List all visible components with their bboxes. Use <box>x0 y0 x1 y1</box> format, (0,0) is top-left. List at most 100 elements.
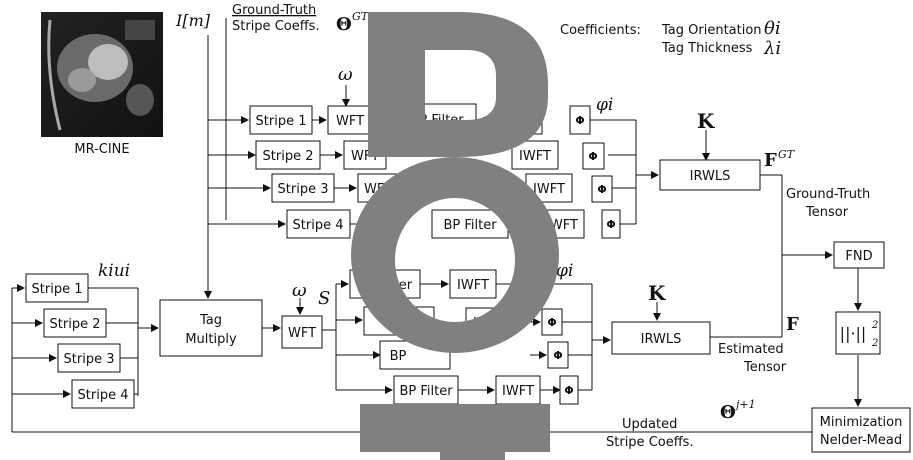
svg-text:Stripe 2: Stripe 2 <box>50 317 101 332</box>
svg-text:Φ: Φ <box>597 183 606 196</box>
est-tensor-line2: Tensor <box>743 360 787 375</box>
est-tensor-line1: Estimated <box>718 342 784 357</box>
svg-text:Stripe 3: Stripe 3 <box>64 352 115 367</box>
wft-top-1: WFT <box>327 105 373 135</box>
phi-top-2: Φ <box>582 142 605 170</box>
phi-top-4: Φ <box>601 209 621 239</box>
omega-top-1: ω <box>338 64 353 85</box>
irwls-top-block: IRWLS <box>659 159 761 191</box>
updated-line2: Stripe Coeffs. <box>606 435 694 450</box>
gt-coeffs-line2: Stripe Coeffs. <box>232 19 320 34</box>
stripe-4-bottom-block: Stripe 4 <box>71 379 135 409</box>
theta-i-symbol: θi <box>764 18 781 39</box>
svg-text:Stripe 3: Stripe 3 <box>278 182 329 197</box>
gt-theta-sup: GT <box>352 10 370 23</box>
updated-line1: Updated <box>622 417 677 432</box>
theta-next-symbol: Θ <box>720 402 736 423</box>
overlay-letter-b <box>368 12 548 157</box>
svg-text:BP Filter: BP Filter <box>399 384 453 399</box>
tag-thickness-label: Tag Thickness <box>661 41 753 56</box>
bp-filter-bottom-4: BP Filter <box>393 375 459 405</box>
kiui-label: kiui <box>98 261 130 281</box>
phi-bottom-4: Φ <box>559 375 579 405</box>
svg-text:IWFT: IWFT <box>502 384 534 399</box>
svg-text:BP Filter: BP Filter <box>443 218 497 233</box>
svg-text:Tag: Tag <box>199 313 222 328</box>
svg-text:FND: FND <box>845 249 872 264</box>
tag-multiply-block: Tag Multiply <box>159 299 263 357</box>
svg-text:Φ: Φ <box>553 349 562 362</box>
svg-text:Stripe 4: Stripe 4 <box>78 388 129 403</box>
svg-text:Φ: Φ <box>547 316 556 329</box>
svg-text:Minimization: Minimization <box>820 415 903 430</box>
stripe-1-bottom-block: Stripe 1 <box>25 273 89 303</box>
svg-text:Multiply: Multiply <box>185 332 237 347</box>
svg-text:IRWLS: IRWLS <box>641 332 682 347</box>
bp-filter-bottom-3: BP <box>379 340 451 370</box>
phi-top-3: Φ <box>591 175 613 203</box>
theta-next-sup: j+1 <box>733 398 756 411</box>
s-symbol: S <box>318 288 330 309</box>
svg-text:Stripe 2: Stripe 2 <box>263 149 314 164</box>
iwft-bottom-4: IWFT <box>495 375 541 405</box>
coefficients-title: Coefficients: <box>560 23 641 38</box>
stripe-3-top-block: Stripe 3 <box>271 173 335 203</box>
phi-bottom-2: Φ <box>541 308 563 336</box>
svg-text:Φ: Φ <box>588 150 597 163</box>
svg-text:IWFT: IWFT <box>533 182 565 197</box>
phi-bottom-3: Φ <box>547 341 569 369</box>
minimization-block: Minimization Nelder-Mead <box>811 407 911 453</box>
svg-text:Φ: Φ <box>606 218 615 231</box>
f-symbol: F <box>786 314 799 335</box>
svg-text:Stripe 1: Stripe 1 <box>32 282 83 297</box>
iwft-bottom-1: IWFT <box>449 269 497 299</box>
gt-tensor-line2: Tensor <box>805 205 849 220</box>
input-label: I[m] <box>175 11 211 30</box>
svg-text:Nelder-Mead: Nelder-Mead <box>820 433 902 448</box>
svg-text:IRWLS: IRWLS <box>690 169 731 184</box>
stripe-2-top-block: Stripe 2 <box>255 140 321 170</box>
svg-text:IWFT: IWFT <box>457 278 489 293</box>
iwft-top-2: IWFT <box>511 140 559 170</box>
wft-bottom-block: WFT <box>281 315 323 349</box>
tag-orientation-label: Tag Orientation <box>661 23 762 38</box>
overlay-letter-t <box>360 404 550 460</box>
overlay-letter-o <box>351 157 560 353</box>
top-branch-wires <box>204 18 833 322</box>
lambda-i-symbol: λi <box>763 38 781 59</box>
mr-cine-image <box>41 12 163 137</box>
omega-bottom: ω <box>292 280 307 301</box>
phi-i-top-label: φi <box>596 95 613 115</box>
stripe-3-bottom-block: Stripe 3 <box>57 343 121 373</box>
gt-tensor-line1: Ground-Truth <box>786 187 870 202</box>
svg-text:Stripe 1: Stripe 1 <box>256 114 307 129</box>
svg-text:2: 2 <box>871 338 878 349</box>
norm-block: ||·|| 2 2 <box>835 311 881 355</box>
svg-text:WFT: WFT <box>288 326 316 341</box>
phi-i-bottom-label: φi <box>556 261 573 281</box>
gt-coeffs-line1: Ground-Truth <box>232 3 316 18</box>
fgt-superscript: GT <box>778 148 796 161</box>
fgt-symbol: F <box>764 150 777 171</box>
svg-text:2: 2 <box>871 320 878 331</box>
gt-theta-symbol: Θ <box>336 14 352 35</box>
k-bottom-symbol: K <box>648 281 666 305</box>
svg-text:||·||: ||·|| <box>840 324 867 343</box>
bp-filter-top-4: BP Filter <box>431 209 509 239</box>
svg-text:Stripe 4: Stripe 4 <box>293 218 344 233</box>
phi-top-1: Φ <box>569 105 591 135</box>
mr-cine-label: MR-CINE <box>74 142 129 157</box>
svg-text:WFT: WFT <box>336 114 364 129</box>
stripe-2-bottom-block: Stripe 2 <box>43 308 107 338</box>
svg-text:Φ: Φ <box>575 114 584 127</box>
svg-text:IWFT: IWFT <box>519 149 551 164</box>
svg-text:BP: BP <box>390 349 407 364</box>
k-top-symbol: K <box>697 109 715 133</box>
fnd-block: FND <box>833 241 885 269</box>
stripe-1-top-block: Stripe 1 <box>249 105 313 135</box>
svg-text:Φ: Φ <box>564 384 573 397</box>
irwls-bottom-block: IRWLS <box>611 321 711 355</box>
stripe-4-top-block: Stripe 4 <box>286 209 351 239</box>
